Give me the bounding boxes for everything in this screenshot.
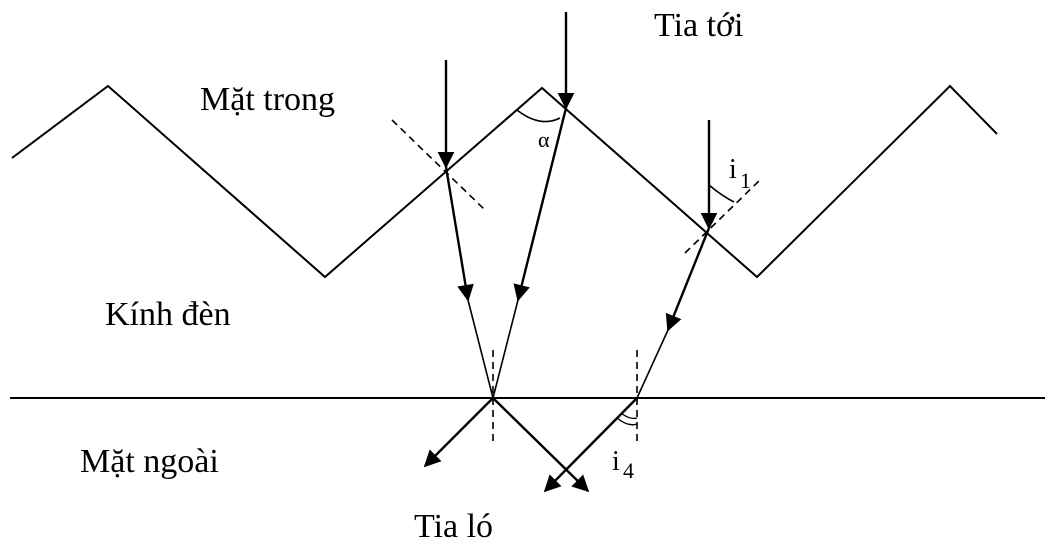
svg-text:i: i bbox=[729, 154, 737, 185]
inner-ray-left-a bbox=[444, 166, 474, 302]
normal-left-inner bbox=[391, 119, 486, 211]
inner-ray-center-b bbox=[492, 299, 519, 399]
inner-ray-left-b bbox=[467, 299, 494, 399]
emergent-ray-left bbox=[423, 397, 494, 468]
label-emergent-ray: Tia ló bbox=[414, 508, 493, 544]
label-inner-surface: Mặt trong bbox=[200, 81, 335, 118]
label-lamp-glass: Kính đèn bbox=[105, 296, 231, 333]
normal-right-inner bbox=[684, 177, 763, 254]
svg-text:4: 4 bbox=[623, 458, 634, 483]
label-i1: i 1 bbox=[729, 154, 751, 193]
inner-surface-zigzag bbox=[11, 84, 998, 279]
emergent-ray-center bbox=[492, 397, 590, 493]
alpha-angle-arc bbox=[516, 109, 561, 123]
label-outer-surface: Mặt ngoài bbox=[80, 443, 219, 480]
inner-ray-center-a bbox=[513, 107, 568, 302]
inner-ray-right-a bbox=[665, 227, 711, 332]
svg-text:1: 1 bbox=[740, 168, 751, 193]
i4-angle-arc-1 bbox=[620, 412, 638, 420]
svg-text:i: i bbox=[612, 446, 620, 477]
label-i4: i 4 bbox=[612, 446, 634, 483]
i4-angle-arc-2 bbox=[616, 417, 638, 426]
i1-angle-arc bbox=[708, 184, 735, 203]
label-alpha: α bbox=[538, 127, 550, 152]
inner-ray-right-b bbox=[636, 329, 669, 399]
label-incident-ray: Tia tới bbox=[654, 7, 743, 44]
